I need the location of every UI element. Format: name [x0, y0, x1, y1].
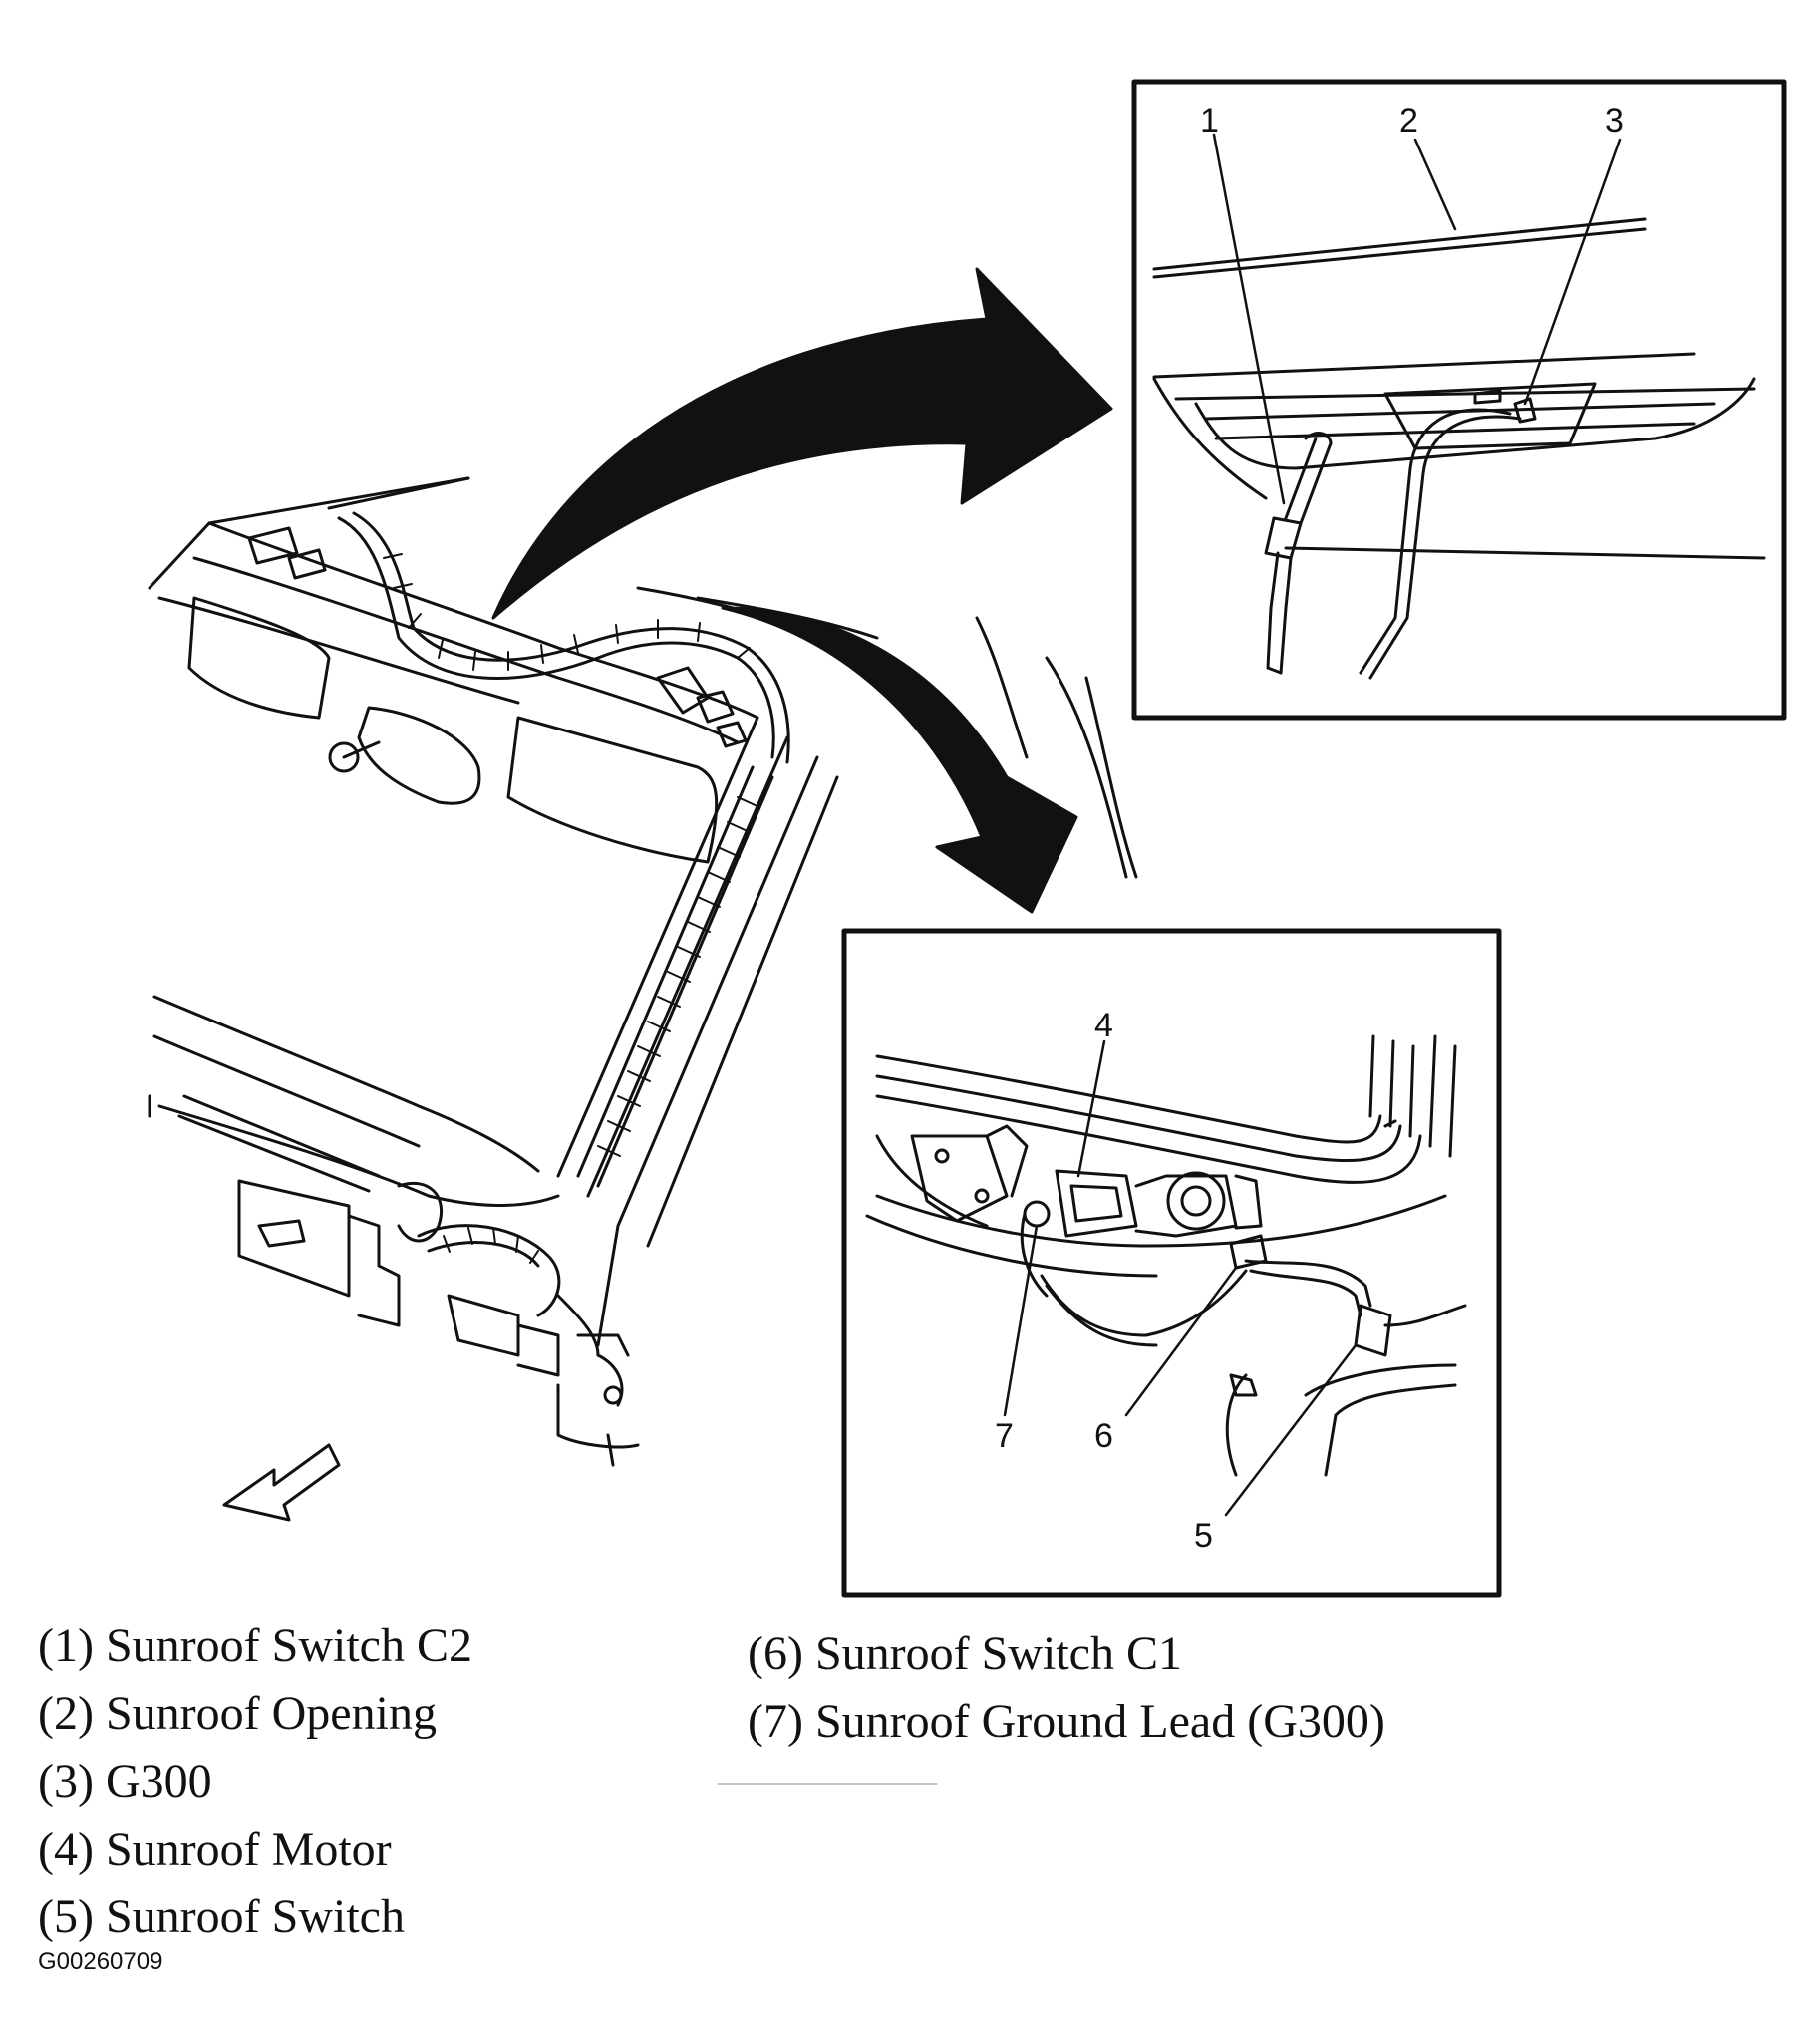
lower-detail-illustration [865, 1034, 1467, 1517]
legend-item-3: (3) G300 [38, 1755, 212, 1808]
callout-3: 3 [1605, 102, 1624, 140]
callout-5: 5 [1194, 1517, 1213, 1555]
callout-1: 1 [1200, 102, 1219, 140]
legend-item-7: (7) Sunroof Ground Lead (G300) [748, 1695, 1385, 1748]
legend-right: (6) Sunroof Switch C1 (7) Sunroof Ground… [748, 1620, 1385, 1756]
upper-detail-arrow [491, 267, 1113, 620]
legend-item-6: (6) Sunroof Switch C1 [748, 1627, 1182, 1680]
figure-id: G00260709 [38, 1948, 163, 1975]
legend-item-1: (1) Sunroof Switch C2 [38, 1619, 472, 1672]
callout-7: 7 [995, 1417, 1014, 1455]
callout-2: 2 [1399, 102, 1418, 140]
lower-detail-arrow [721, 606, 1078, 914]
forward-direction-arrow [222, 1443, 341, 1522]
upper-detail-illustration [1152, 133, 1766, 680]
callout-6: 6 [1094, 1417, 1113, 1455]
lower-detail-box [841, 928, 1502, 1598]
legend-item-5: (5) Sunroof Switch [38, 1891, 405, 1943]
legend-left: (1) Sunroof Switch C2 (2) Sunroof Openin… [38, 1612, 472, 1951]
legend-item-4: (4) Sunroof Motor [38, 1823, 392, 1876]
callout-4: 4 [1094, 1007, 1113, 1044]
upper-detail-box [1131, 79, 1787, 721]
vehicle-roof-illustration [148, 476, 1138, 1467]
legend-item-2: (2) Sunroof Opening [38, 1687, 437, 1740]
